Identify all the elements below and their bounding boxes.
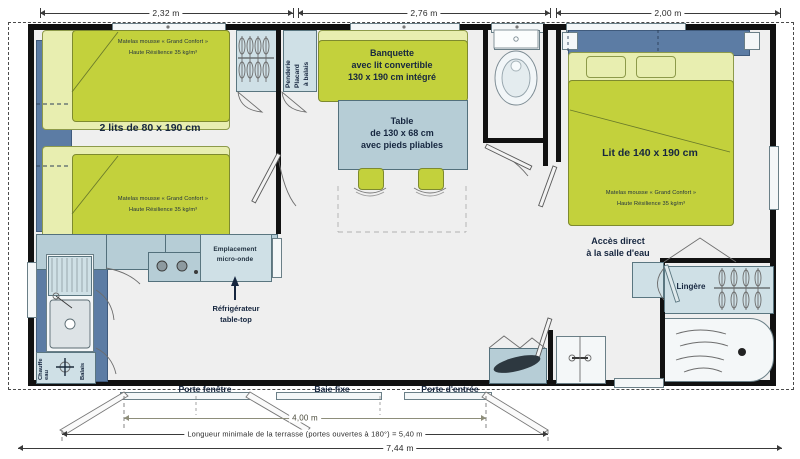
table-label-3: avec pieds pliables [360, 140, 444, 150]
opening-baie-fixe [276, 392, 382, 400]
fridge-label-2: table-top [220, 315, 252, 324]
fridge-label-1: Réfrigérateur [212, 304, 260, 313]
bed-double-mattress-spec-1: Matelas mousse « Grand Confort » [605, 190, 697, 196]
bed-twin-upper-mattress-spec-2: Haute Résilience 35 kg/m³ [128, 50, 198, 56]
bed-twin-lower-mattress-spec-2: Haute Résilience 35 kg/m³ [128, 207, 198, 213]
bed-double-mattress [568, 80, 734, 226]
kitchen-side-window [272, 238, 282, 278]
table-label-2: de 130 x 68 cm [370, 128, 434, 138]
dimension-label-400: 4,00 m [289, 413, 321, 423]
cooktop-unit [148, 252, 202, 282]
banquette-label-2: avec lit convertible [351, 60, 433, 70]
partition-wc-right [543, 24, 548, 166]
partition-wc-bottom [483, 138, 548, 143]
partition-bathroom-entry [548, 330, 553, 382]
bottom-window-bathroom [614, 378, 664, 388]
opening-porte-entree [404, 392, 492, 400]
label-porte-fenetre: Porte fenêtre [178, 384, 232, 394]
label-baie-fixe: Baie fixe [314, 384, 350, 394]
pillow-right [636, 56, 676, 78]
broom-label: Balais [80, 362, 86, 380]
dimension-label-terrace: Longueur minimale de la terrasse (portes… [184, 429, 426, 439]
linen-cupboard-label: Lingère [676, 282, 706, 291]
wall-left [28, 24, 34, 386]
bedroom-twin-label: 2 lits de 80 x 190 cm [99, 122, 201, 134]
partition-bedroom-double-left [556, 24, 561, 162]
closet-wardrobe [236, 30, 278, 92]
partition-wc-left [483, 24, 488, 142]
vanity-washbasin [489, 348, 547, 384]
dimension-label-200: 2,00 m [651, 8, 685, 18]
dimension-label-276: 2,76 m [407, 8, 441, 18]
pillow-left [586, 56, 626, 78]
banquette-label-1: Banquette [369, 48, 414, 58]
draining-board [48, 256, 92, 296]
water-heater-label: Chauffe eau [38, 358, 50, 380]
dimension-label-232: 2,32 m [149, 8, 183, 18]
shower-tray [664, 318, 774, 382]
closet-label-placard: Placard [294, 64, 301, 88]
bathroom-access-label-2: à la salle d'eau [586, 248, 650, 258]
microwave-label-2: micro-onde [216, 256, 254, 263]
wc-cistern [494, 30, 540, 50]
opening-porte-fenetre [120, 392, 250, 400]
label-porte-entree: Porte d'entrée [421, 384, 479, 394]
dining-table [338, 100, 468, 170]
dimension-label-744: 7,44 m [383, 443, 417, 453]
banquette-label-3: 130 x 190 cm intégré [347, 72, 437, 82]
bedside-shelf-left [562, 32, 578, 50]
stool-right [418, 168, 444, 190]
partition-bedroom-living [276, 24, 281, 234]
closet-label-penderie: Penderie [285, 60, 292, 88]
mirror-cabinet-lingere [632, 262, 664, 298]
window-side-bedroom-double [769, 146, 779, 210]
bedside-shelf-right [744, 32, 760, 50]
bathroom-access-label-1: Accès direct [591, 236, 645, 246]
banquette-seat [318, 40, 468, 102]
bedroom-double-label: Lit de 140 x 190 cm [602, 147, 698, 159]
partition-shower-left [660, 312, 665, 382]
outer-boundary-dashed [8, 22, 794, 390]
table-label-1: Table [390, 116, 414, 126]
partition-bathroom-top [660, 258, 776, 263]
bed-twin-lower-mattress-spec-1: Matelas mousse « Grand Confort » [117, 196, 209, 202]
closet-label-balais: à balais [303, 61, 310, 86]
microwave-label-1: Emplacement [213, 246, 257, 253]
wall-bottom [28, 380, 776, 386]
stool-left [358, 168, 384, 190]
window-kitchen-left [27, 262, 37, 318]
bed-twin-upper-mattress-spec-1: Matelas mousse « Grand Confort » [117, 39, 209, 45]
bathroom-sliding-door [556, 336, 606, 384]
microwave-space [200, 234, 272, 282]
bed-double-mattress-spec-2: Haute Résilience 35 kg/m³ [616, 201, 686, 207]
